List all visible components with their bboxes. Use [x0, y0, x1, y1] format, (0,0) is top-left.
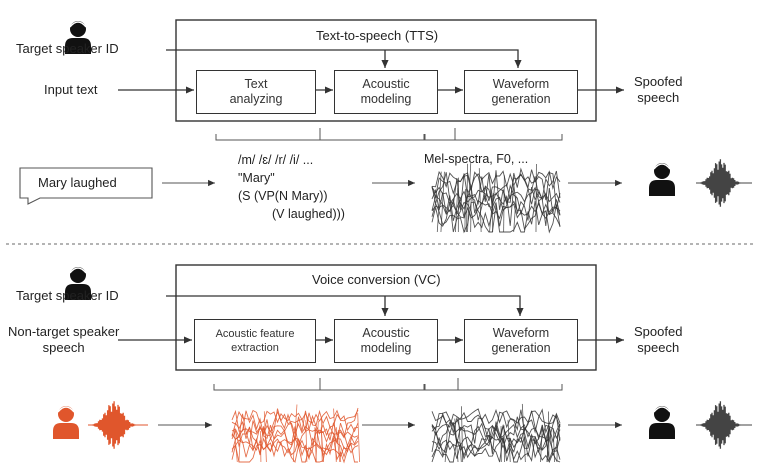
vc-brace-left	[213, 378, 426, 391]
waveform-icon	[696, 401, 752, 449]
tts-module-acoustic-modeling: Acoustic modeling	[334, 70, 438, 114]
tts-module-waveform-generation: Waveform generation	[464, 70, 578, 114]
tts-frame	[175, 19, 597, 122]
vc-module-feature-extraction: Acoustic feature extraction	[194, 319, 316, 363]
vc-target-speaker-label: Target speaker ID	[16, 288, 119, 303]
waveform-icon	[88, 401, 148, 449]
vc-title: Voice conversion (VC)	[312, 272, 441, 287]
tts-syntax-line-2: (V laughed)))	[272, 207, 345, 221]
vc-speaker-arrow	[166, 295, 524, 316]
document-icon	[19, 167, 153, 205]
tts-syntax-line-1: (S (VP(N Mary))	[238, 189, 328, 203]
vc-frame	[175, 264, 597, 371]
tts-features-label: Mel-spectra, F0, ...	[424, 152, 529, 166]
tts-example-text: Mary laughed	[38, 175, 117, 190]
person-icon	[64, 264, 92, 302]
person-icon	[649, 406, 675, 439]
vc-input-label: Non-target speaker speech	[8, 324, 120, 355]
tts-module-text-analyzing: Text analyzing	[196, 70, 316, 114]
tts-target-speaker-label: Target speaker ID	[16, 41, 119, 56]
spectrogram-icon	[431, 403, 561, 464]
tts-word-line: "Mary"	[238, 171, 275, 185]
spectrogram-icon	[231, 404, 360, 464]
vc-output-label: Spoofed speech	[634, 324, 683, 355]
vc-module-acoustic-modeling: Acoustic modeling	[334, 319, 438, 363]
waveform-icon	[696, 159, 752, 207]
vc-brace-right	[423, 378, 563, 391]
tts-speaker-arrow	[166, 49, 522, 68]
tts-output-label: Spoofed speech	[634, 74, 683, 105]
tts-brace-right	[423, 128, 563, 141]
vc-module-waveform-generation: Waveform generation	[464, 319, 578, 363]
tts-brace-left	[215, 128, 426, 141]
tts-title: Text-to-speech (TTS)	[316, 28, 439, 43]
person-icon	[53, 406, 79, 439]
tts-input-label: Input text	[44, 82, 98, 97]
person-icon	[649, 163, 675, 196]
person-icon	[64, 18, 92, 56]
tts-phoneme-line: /m/ /ɛ/ /r/ /i/ ...	[238, 153, 314, 167]
spectrogram-icon	[431, 163, 561, 234]
